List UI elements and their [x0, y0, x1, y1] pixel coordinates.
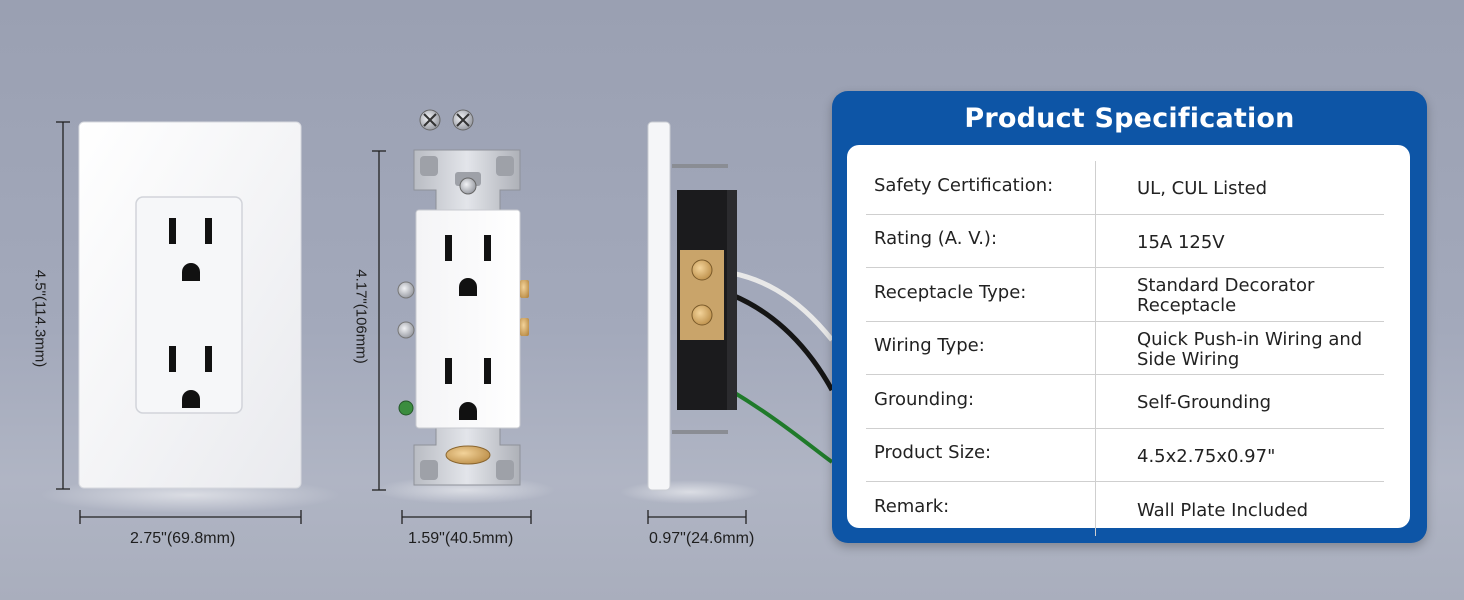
receptacle-height-dimension-line	[372, 150, 386, 491]
spec-value: Quick Push-in Wiring and Side Wiring	[1137, 328, 1363, 370]
plate-height-label: 4.5"(114.3mm)	[31, 269, 49, 368]
spec-row-product-size: Product Size: 4.5x2.75x0.97"	[866, 428, 1384, 482]
receptacle-width-dimension-line	[401, 510, 532, 524]
spec-label: Grounding:	[866, 375, 1096, 428]
spec-row-remark: Remark: Wall Plate Included	[866, 482, 1384, 536]
spec-value: 4.5x2.75x0.97"	[1137, 445, 1276, 467]
depth-dimension-line	[647, 510, 747, 524]
spec-value: Self-Grounding	[1137, 392, 1272, 414]
wall-plate	[78, 121, 302, 489]
spec-label: Receptacle Type:	[866, 268, 1096, 321]
spec-value: UL, CUL Listed	[1137, 178, 1268, 200]
receptacle-height-label: 4.17"(106mm)	[352, 269, 370, 364]
mounting-screws	[419, 109, 474, 131]
plate-width-dimension-line	[79, 510, 302, 524]
spec-label: Rating (A. V.):	[866, 214, 1096, 267]
spec-row-receptacle-type: Receptacle Type: Standard Decorator Rece…	[866, 268, 1384, 322]
spec-label: Wiring Type:	[866, 321, 1096, 374]
plate-width-label: 2.75"(69.8mm)	[130, 530, 236, 547]
product-specification-panel: Product Specification Safety Certificati…	[832, 91, 1427, 543]
spec-label: Remark:	[866, 482, 1096, 536]
spec-value: Standard Decorator Receptacle	[1137, 275, 1315, 317]
spec-title: Product Specification	[964, 103, 1295, 134]
receptacle-front	[397, 149, 529, 486]
spec-label: Product Size:	[866, 428, 1096, 481]
plate-height-dimension-line	[56, 121, 70, 490]
spec-row-wiring-type: Wiring Type: Quick Push-in Wiring and Si…	[866, 321, 1384, 375]
depth-label: 0.97"(24.6mm)	[649, 530, 755, 547]
spec-row-rating: Rating (A. V.): 15A 125V	[866, 214, 1384, 268]
spec-row-safety-certification: Safety Certification: UL, CUL Listed	[866, 161, 1384, 215]
spec-value: Wall Plate Included	[1137, 499, 1309, 521]
spec-card: Safety Certification: UL, CUL Listed Rat…	[847, 145, 1410, 536]
receptacle-width-label: 1.59"(40.5mm)	[408, 530, 514, 547]
spec-value: 15A 125V	[1137, 231, 1225, 253]
spec-row-grounding: Grounding: Self-Grounding	[866, 375, 1384, 429]
receptacle-side-view	[647, 121, 835, 491]
spec-table: Safety Certification: UL, CUL Listed Rat…	[866, 161, 1384, 536]
spec-label: Safety Certification:	[866, 161, 1096, 214]
